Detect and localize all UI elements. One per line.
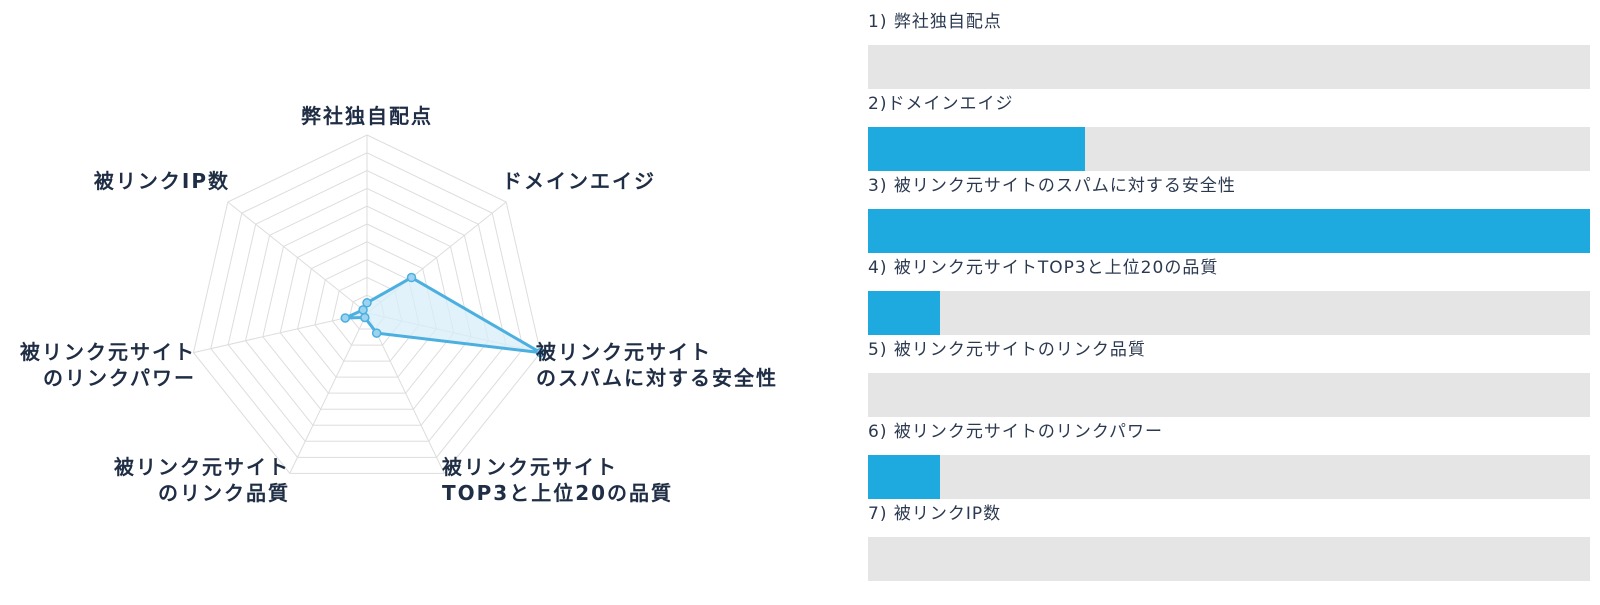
radar-grid-ring (244, 187, 490, 426)
radar-spoke (193, 312, 368, 354)
bar-item: 5) 被リンク元サイトのリンク品質 (868, 337, 1590, 417)
bar-label: 3) 被リンク元サイトのスパムに対する安全性 (868, 176, 1236, 196)
bar-fill (868, 127, 1085, 171)
radar-grid-ring (279, 223, 455, 394)
radar-axis-label: 被リンク元サイトのスパムに対する安全性 (536, 340, 778, 390)
radar-chart: 弊社独自配点ドメインエイジ被リンク元サイトのスパムに対する安全性被リンク元サイト… (20, 104, 778, 505)
bar-track (868, 373, 1590, 417)
bar-item: 7) 被リンクIP数 (868, 501, 1590, 581)
radar-axis-label: 弊社独自配点 (301, 104, 433, 128)
bar-item: 4) 被リンク元サイトTOP3と上位20の品質 (868, 255, 1590, 335)
radar-grid-ring (262, 205, 472, 410)
bar-label: 2)ドメインエイジ (868, 94, 1014, 114)
radar-grid-ring (227, 170, 507, 442)
radar-series (340, 272, 546, 358)
bar-track (868, 209, 1590, 253)
radar-point (535, 347, 546, 358)
radar-point (362, 298, 372, 308)
bar-track (868, 455, 1590, 499)
radar-axis-label: 被リンクIP数 (94, 169, 230, 193)
radar-point (358, 305, 368, 315)
radar-series-area (343, 276, 543, 355)
radar-point (406, 272, 417, 283)
radar-spoke (289, 312, 368, 474)
bar-item: 1) 弊社独自配点 (868, 9, 1590, 89)
radar-spoke (227, 201, 368, 314)
radar-point (371, 328, 382, 338)
radar-axis-label: 被リンク元サイトのリンクパワー (20, 340, 196, 390)
radar-grid-ring (210, 152, 524, 458)
bar-item: 3) 被リンク元サイトのスパムに対する安全性 (868, 173, 1590, 253)
bar-label: 6) 被リンク元サイトのリンクパワー (868, 422, 1164, 442)
bar-fill (868, 209, 1590, 253)
bar-track (868, 127, 1590, 171)
bar-label: 7) 被リンクIP数 (868, 504, 1002, 524)
bar-track (868, 537, 1590, 581)
bar-item: 2)ドメインエイジ (868, 91, 1590, 171)
radar-spoke (366, 312, 445, 474)
bar-label: 1) 弊社独自配点 (868, 12, 1002, 32)
bar-track (868, 291, 1590, 335)
radar-point (360, 312, 370, 323)
bar-label: 5) 被リンク元サイトのリンク品質 (868, 340, 1146, 360)
bar-fill (868, 455, 941, 499)
radar-axis-label: 被リンク元サイトのリンク品質 (114, 455, 290, 505)
bar-track (868, 45, 1590, 89)
bar-label: 4) 被リンク元サイトTOP3と上位20の品質 (868, 258, 1219, 278)
bar-fill (868, 291, 941, 335)
radar-axis-label: ドメインエイジ (502, 169, 656, 193)
radar-point (340, 313, 351, 323)
radar-axis-labels: 弊社独自配点ドメインエイジ被リンク元サイトのスパムに対する安全性被リンク元サイト… (20, 104, 778, 505)
radar-grid-ring (192, 134, 542, 474)
radar-grid-ring (297, 241, 437, 378)
bar-item: 6) 被リンク元サイトのリンクパワー (868, 419, 1590, 499)
